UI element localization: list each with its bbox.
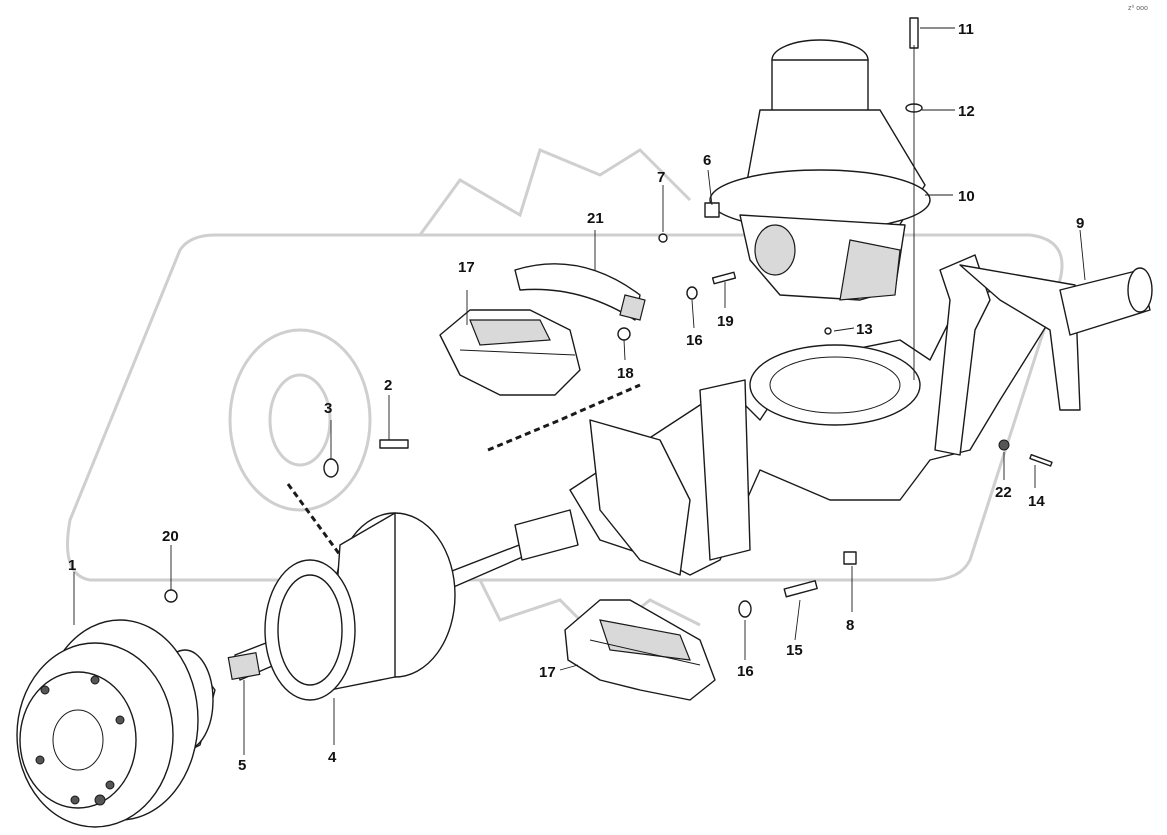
washer-16-upper <box>686 286 698 300</box>
washer-3 <box>323 458 339 478</box>
callout-7: 7 <box>657 169 665 186</box>
leader-lines <box>73 27 1086 755</box>
callout-4: 4 <box>328 749 337 766</box>
callout-17-lower: 17 <box>539 664 556 681</box>
axle-housing <box>569 254 1081 576</box>
brake-caliper-lower <box>564 599 716 701</box>
screw-13 <box>824 327 832 335</box>
callout-11: 11 <box>958 21 974 38</box>
bolt-2 <box>379 439 409 449</box>
callout-6: 6 <box>703 152 711 169</box>
bolt-11 <box>909 17 919 49</box>
callout-15: 15 <box>786 642 803 659</box>
callout-16-upper: 16 <box>686 332 703 349</box>
washer-16-lower <box>738 600 752 618</box>
callout-9: 9 <box>1076 215 1084 232</box>
bolt-15 <box>783 580 818 598</box>
callout-3: 3 <box>324 400 332 417</box>
callout-12: 12 <box>958 103 975 120</box>
callout-19: 19 <box>717 313 734 330</box>
callout-20: 20 <box>162 528 179 545</box>
differential-carrier <box>709 39 931 301</box>
callout-5: 5 <box>238 757 246 774</box>
brake-shield <box>514 263 646 321</box>
callout-13: 13 <box>856 321 873 338</box>
callout-8: 8 <box>846 617 854 634</box>
callout-labels: 1 2 3 4 5 6 7 8 9 10 11 12 13 14 15 16 1… <box>68 21 1084 774</box>
watermark-logo <box>66 147 1064 643</box>
nut-20 <box>164 589 178 603</box>
corner-code: z⁰ ooo <box>1128 4 1148 12</box>
callout-18: 18 <box>617 365 634 382</box>
callout-1: 1 <box>68 557 76 574</box>
callout-10: 10 <box>958 188 975 205</box>
pin-14 <box>1029 454 1053 467</box>
axle-spindle <box>1059 267 1153 336</box>
callout-16-lower: 16 <box>737 663 754 680</box>
hardware <box>164 17 1053 618</box>
callout-14: 14 <box>1028 493 1045 510</box>
wheel-hub <box>16 619 216 828</box>
plug-22 <box>998 439 1010 451</box>
brake-disc-spacer <box>264 512 456 701</box>
screw-7 <box>658 233 668 243</box>
callout-21: 21 <box>587 210 604 227</box>
callout-22: 22 <box>995 484 1012 501</box>
assembly-dashes <box>286 383 641 556</box>
callout-17-upper: 17 <box>458 259 475 276</box>
bolt-19 <box>711 271 737 285</box>
nipple-18 <box>617 327 631 341</box>
callout-2: 2 <box>384 377 392 394</box>
brake-caliper-upper <box>439 309 581 396</box>
plate-6 <box>704 202 720 218</box>
plug-8 <box>843 551 857 565</box>
